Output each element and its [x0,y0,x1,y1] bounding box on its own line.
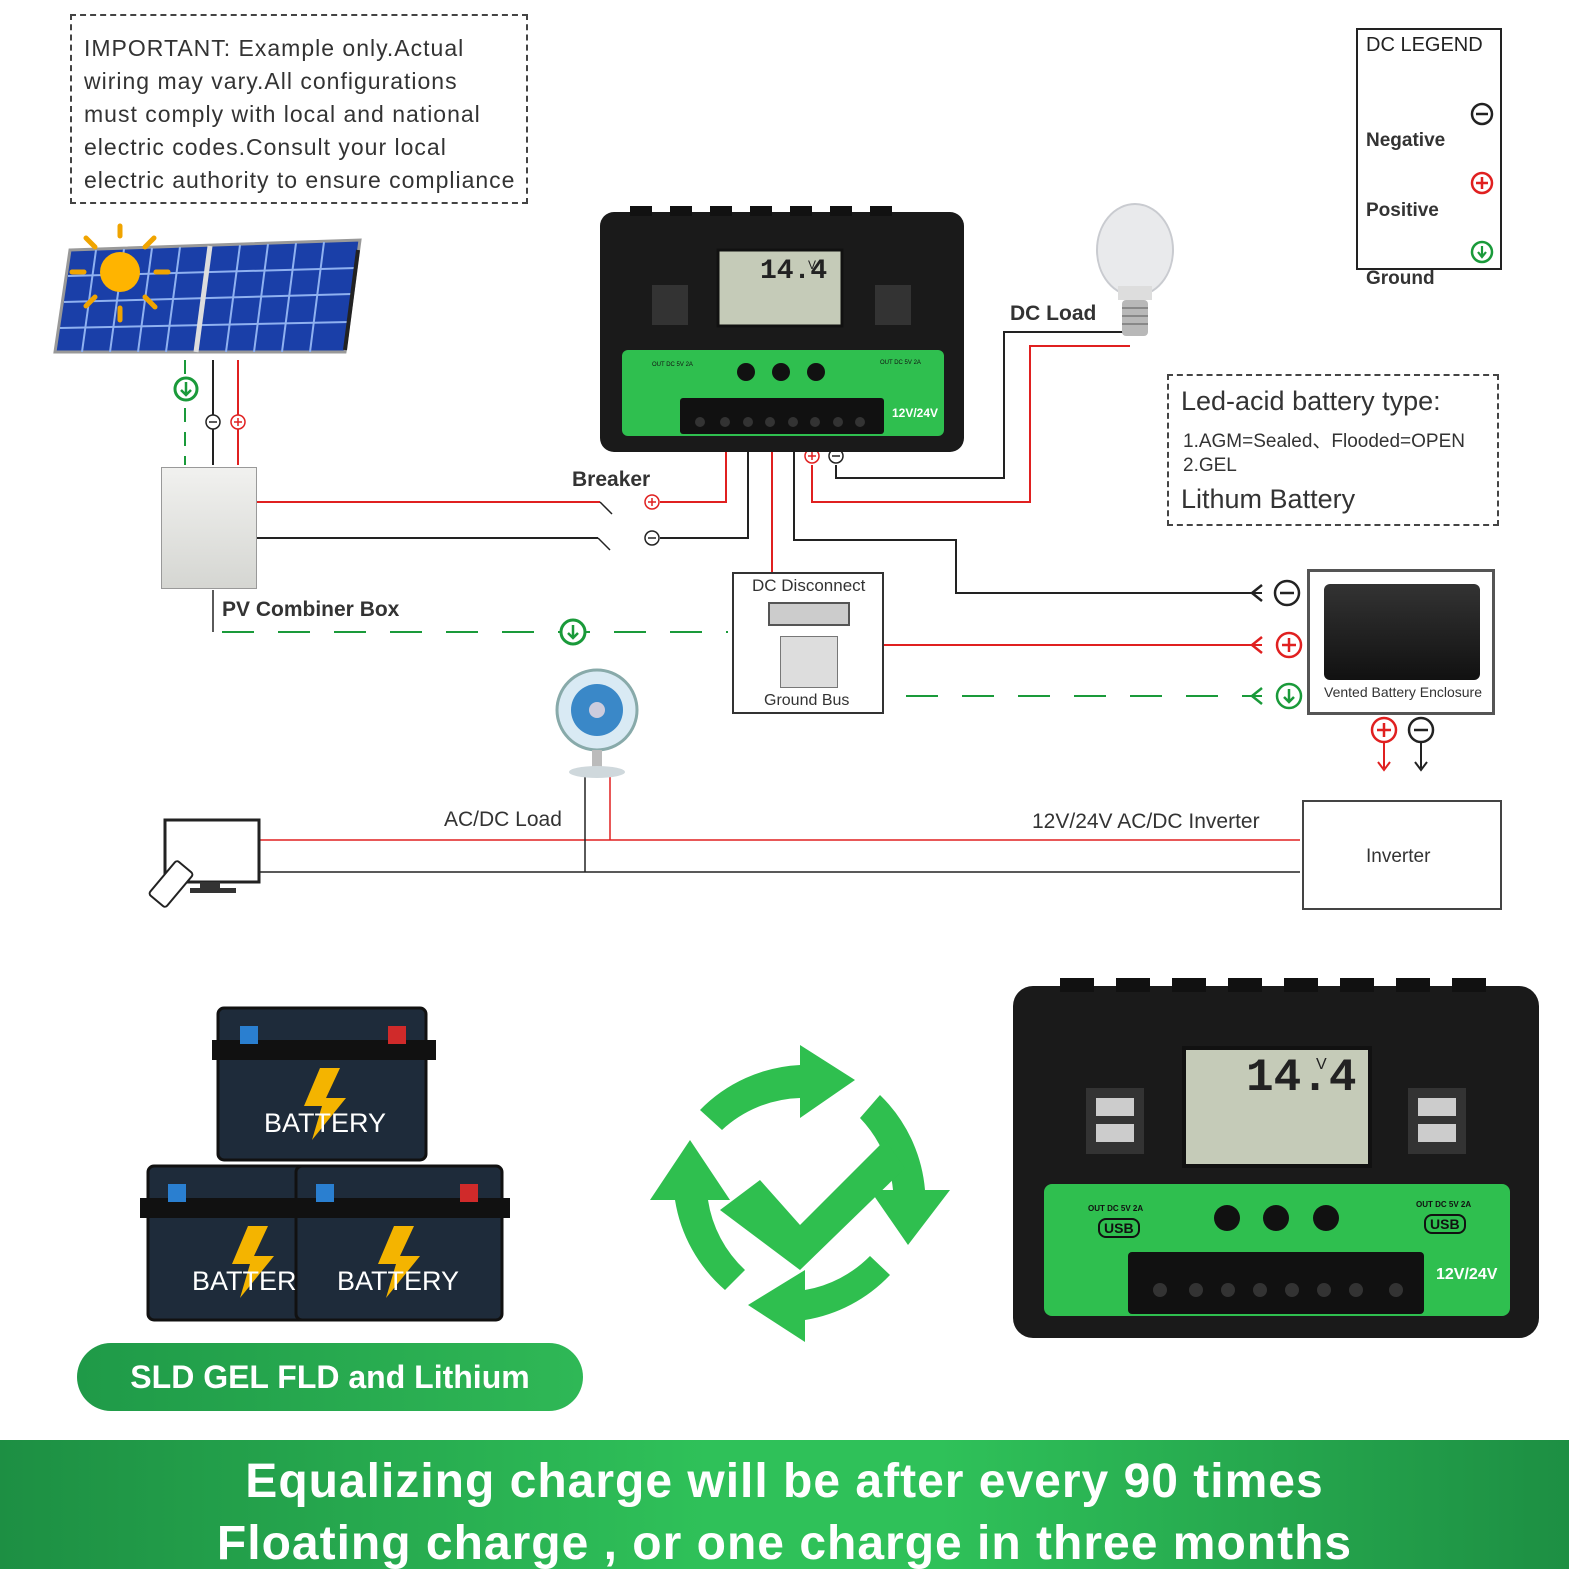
controller-small-unit: V [808,258,817,272]
ground-symbol [1275,682,1303,710]
tv-icon [148,818,261,908]
controller-small-badge: 12V/24V [892,406,939,420]
negative-symbol [1273,579,1301,607]
vented-battery-enclosure: Vented Battery Enclosure [1307,569,1495,715]
battery-types-box: Led-acid battery type: 1.AGM=Sealed、Floo… [1167,374,1499,526]
inverter-box: Inverter [1302,800,1502,910]
controller-large-badge: 12V/24V [1436,1266,1498,1283]
bottom-banner: Equalizing charge will be after every 90… [0,1440,1569,1570]
light-bulb-icon [1096,203,1174,336]
recycle-check-icon [650,1045,950,1342]
battery-label-left: BATTER [192,1266,297,1296]
controller-small-display: 14.4 [760,256,828,287]
ground-symbol [173,376,199,402]
battery-types-title: Led-acid battery type: [1181,386,1441,416]
controller-large-usb-right: OUT DC 5V 2A [1416,1200,1472,1209]
ground-symbol [559,618,587,646]
controller-large-unit: V [1316,1056,1327,1073]
dc-load-label: DC Load [1010,302,1097,325]
breaker-label: Breaker [572,468,651,491]
legend-negative: Negative [1366,130,1446,151]
sun-icon [69,223,171,323]
legend-symbols [1470,102,1494,264]
battery-type-line1: 1.AGM=Sealed、Flooded=OPEN [1183,431,1465,452]
banner-line-2: Floating charge , or one charge in three… [216,1517,1353,1570]
controller-large-display: 14.4 [1246,1052,1357,1104]
positive-icon [1470,171,1494,195]
ground-bus-label: Ground Bus [764,692,850,709]
charge-controller-large [1013,978,1539,1338]
controller-large-usb-left: OUT DC 5V 2A [1088,1204,1144,1213]
battery-label-top: BATTERY [264,1108,387,1138]
solar-panel-icon [53,238,362,354]
legend-positive: Positive [1366,200,1439,221]
negative-symbol [1407,716,1435,744]
controller-small-usb-left: OUT DC 5V 2A [652,362,693,368]
dc-disconnect-box: DC Disconnect Ground Bus [732,572,884,714]
negative-symbol [205,414,221,430]
dc-disconnect-label: DC Disconnect [752,576,866,595]
pv-combiner-box-icon [161,467,257,589]
battery-type-line2: 2.GEL [1183,455,1237,476]
ground-bus-icon [780,636,838,688]
legend-ground: Ground [1366,268,1435,289]
battery-stack-icon [140,1006,510,1322]
fan-icon [555,668,639,778]
pv-combiner-label: PV Combiner Box [222,598,400,621]
positive-symbol [1370,716,1398,744]
usb-icon: USB [1098,1218,1140,1238]
inverter-label: Inverter [1366,846,1431,867]
battery-type-lithium: Lithum Battery [1181,484,1356,514]
disconnect-switch-icon [768,602,850,626]
dc-legend: DC LEGEND Negative Positive Ground [1356,28,1502,289]
inverter-caption: 12V/24V AC/DC Inverter [1032,810,1260,833]
banner-line-1: Equalizing charge will be after every 90… [245,1455,1324,1508]
legend-title: DC LEGEND [1366,34,1483,56]
ac-dc-load-label: AC/DC Load [444,808,562,831]
positive-symbol [230,414,246,430]
controller-small-usb-right: OUT DC 5V 2A [880,360,921,366]
important-note: IMPORTANT: Example only.Actual wiring ma… [70,14,528,204]
vented-battery-label: Vented Battery Enclosure [1324,684,1482,700]
usb-icon: USB [1424,1214,1466,1234]
negative-icon [1470,102,1494,126]
battery-bank-icon [1324,584,1480,680]
charge-controller-small [600,206,964,452]
battery-types-pill: SLD GEL FLD and Lithium [77,1343,583,1411]
ground-icon [1470,240,1494,264]
positive-symbol [1275,631,1303,659]
battery-label-right: BATTERY [337,1266,460,1296]
